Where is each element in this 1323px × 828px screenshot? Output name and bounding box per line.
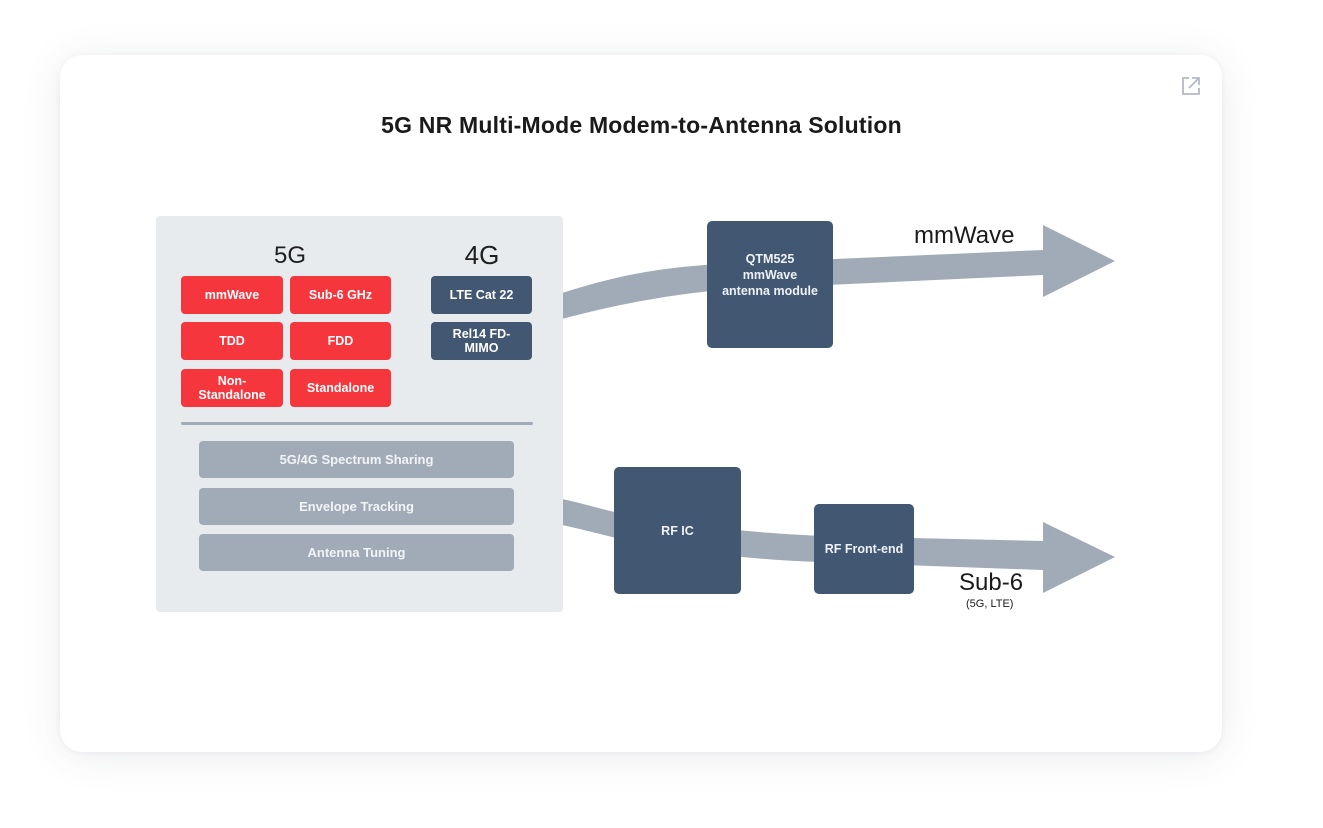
heading-4g: 4G [464,240,500,270]
shared-feature-envelope-tracking: Envelope Tracking [199,488,514,525]
feature-5g-sub6: Sub-6 GHz [290,276,391,314]
feature-5g-mmwave: mmWave [181,276,283,314]
rf-ic-block: RF IC [614,467,741,594]
feature-5g-non-standalone: Non- Standalone [181,369,283,407]
expand-button[interactable] [1180,75,1202,97]
diagram-title: 5G NR Multi-Mode Modem-to-Antenna Soluti… [381,112,902,138]
shared-feature-antenna-tuning: Antenna Tuning [199,534,514,571]
qtm525-module-block: QTM525 mmWave antenna module [707,221,833,348]
feature-4g-rel14-fd-mimo: Rel14 FD- MIMO [431,322,532,360]
mmwave-label: mmWave [914,222,1015,249]
sub6-sublabel: (5G, LTE) [966,598,1014,610]
mmwave-flow-arrow [562,225,1115,319]
sub6-label: Sub-6 [959,569,1024,596]
heading-5g: 5G [273,242,306,269]
shared-feature-spectrum-sharing: 5G/4G Spectrum Sharing [199,441,514,478]
rf-front-end-block: RF Front-end [814,504,914,594]
feature-4g-lte-cat22: LTE Cat 22 [431,276,532,314]
modem-separator [181,422,533,425]
feature-5g-fdd: FDD [290,322,391,360]
feature-5g-tdd: TDD [181,322,283,360]
external-link-icon [1182,77,1200,95]
feature-5g-standalone: Standalone [290,369,391,407]
